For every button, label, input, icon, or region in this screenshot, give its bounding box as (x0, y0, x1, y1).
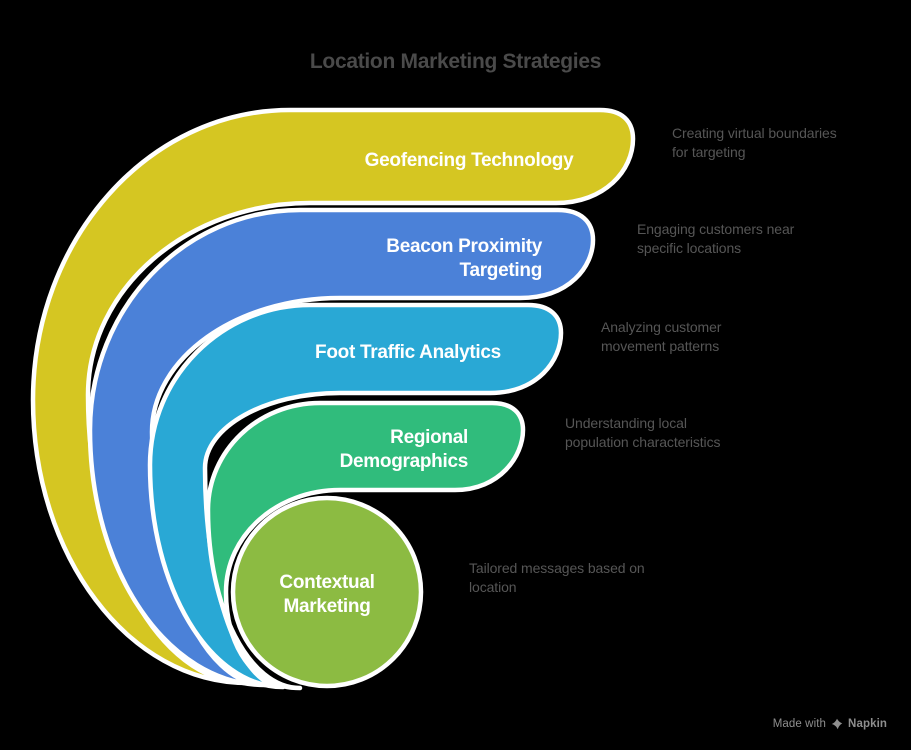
napkin-pen-icon (831, 718, 843, 730)
segment-description-foot-traffic-analytics: Analyzing customer movement patterns (601, 319, 722, 354)
page-title: Location Marketing Strategies (309, 50, 602, 73)
segment-description-geofencing-technology: Creating virtual boundaries for targetin… (672, 125, 837, 160)
segment-description-regional-demographics: Understanding local population character… (565, 415, 721, 450)
segment-description-contextual-marketing: Tailored messages based on location (469, 560, 645, 595)
badge-brand-text: Napkin (848, 718, 887, 730)
segment-label-foot-traffic-analytics: Foot Traffic Analytics (315, 342, 501, 363)
badge-made-with-text: Made with (772, 718, 827, 730)
segment-label-beacon-proximity-targeting: Beacon Proximity Targeting (386, 236, 542, 281)
segment-shape-regional-demographics (205, 400, 526, 691)
segment-label-regional-demographics: Regional Demographics (339, 427, 469, 472)
segment-shape-contextual-marketing (230, 495, 424, 689)
segment-label-geofencing-technology: Geofencing Technology (364, 150, 574, 171)
made-with-napkin-badge[interactable]: Made with Napkin (773, 718, 887, 730)
segment-description-beacon-proximity-targeting: Engaging customers near specific locatio… (637, 221, 795, 256)
segment-label-contextual-marketing: Contextual Marketing (279, 572, 375, 617)
